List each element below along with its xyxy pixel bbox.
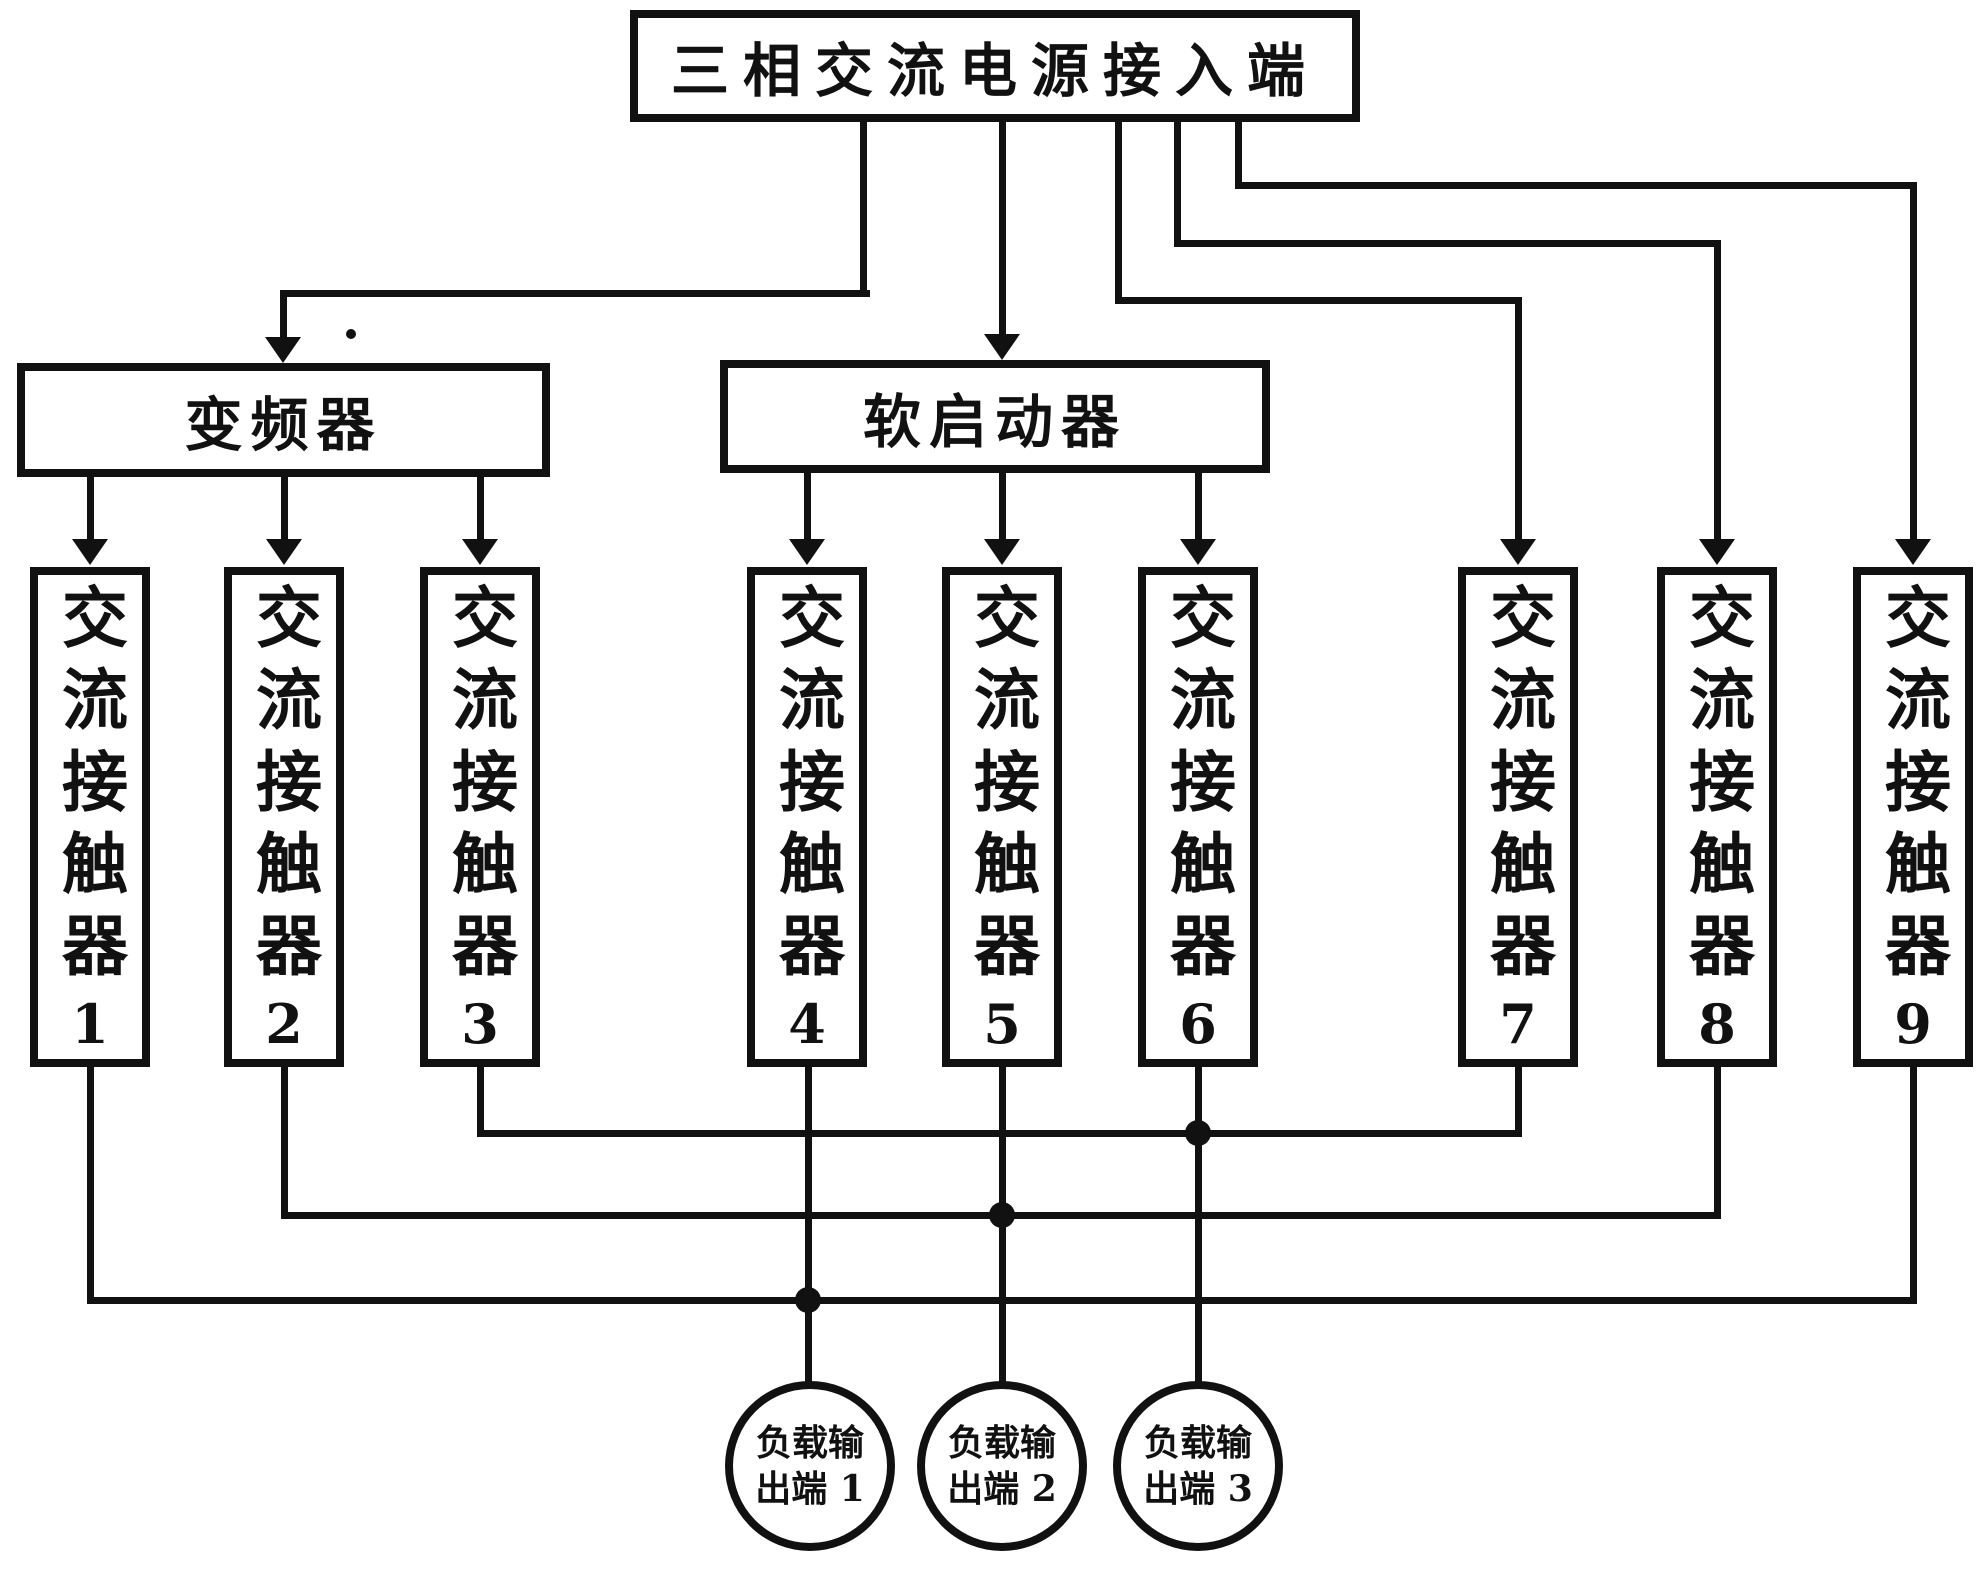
contactor-1-label: 交流接触器 (51, 583, 129, 993)
contactor-9-number: 9 (1894, 992, 1932, 1056)
arrowhead-into-contactor6 (1180, 539, 1216, 565)
wire-contactor5-to-load2 (999, 1067, 1006, 1385)
wire-source-to-contactor8-drop (1174, 122, 1181, 247)
wire-source-to-softstarter-shaft (999, 122, 1006, 334)
wire-contactor3-down (477, 1067, 484, 1137)
arrowhead-into-contactor2 (266, 539, 302, 565)
contactor-8-number: 8 (1698, 992, 1736, 1056)
wire-contactor1-down (87, 1067, 94, 1304)
wire-source-to-contactor7-shaft (1515, 297, 1522, 539)
frequency-converter-label: 变频器 (184, 391, 383, 459)
wire-source-to-vfd-run (280, 290, 870, 297)
contactor-5-label: 交流接触器 (963, 583, 1041, 993)
arrowhead-into-softstarter (984, 334, 1020, 360)
wire-source-to-contactor8-shaft (1714, 240, 1721, 539)
load-output-1-line1: 负载输 (755, 1422, 864, 1464)
wire-softstarter-to-contactor6 (1195, 473, 1202, 539)
contactor-6-number: 6 (1179, 992, 1217, 1056)
wire-source-to-contactor9-run (1235, 182, 1917, 189)
wire-vfd-to-contactor2 (281, 477, 288, 539)
contactor-box-4: 交流接触器 4 (747, 567, 867, 1067)
wire-contactor9-down (1910, 1067, 1917, 1304)
arrowhead-into-contactor3 (462, 539, 498, 565)
contactor-box-8: 交流接触器 8 (1657, 567, 1777, 1067)
contactor-box-9: 交流接触器 9 (1853, 567, 1973, 1067)
contactor-5-number: 5 (983, 992, 1021, 1056)
wire-contactor4-to-load1 (805, 1067, 812, 1385)
load-output-circle-1: 负载输 出端 1 (725, 1381, 895, 1551)
contactor-6-label: 交流接触器 (1159, 583, 1237, 993)
three-phase-ac-source-box: 三相交流电源接入端 (630, 10, 1360, 122)
load-output-3-line1: 负载输 (1143, 1422, 1252, 1464)
arrowhead-into-contactor9 (1895, 539, 1931, 565)
contactor-2-number: 2 (265, 992, 303, 1056)
wire-source-to-vfd-shaft (280, 290, 287, 342)
arrowhead-into-contactor4 (789, 539, 825, 565)
wire-source-to-contactor8-run (1174, 240, 1721, 247)
contactor-9-label: 交流接触器 (1874, 583, 1952, 993)
contactor-1-number: 1 (71, 992, 109, 1056)
contactor-3-number: 3 (461, 992, 499, 1056)
wire-contactor2-down (281, 1067, 288, 1219)
contactor-4-label: 交流接触器 (768, 583, 846, 993)
arrowhead-into-contactor7 (1500, 539, 1536, 565)
contactor-box-5: 交流接触器 5 (942, 567, 1062, 1067)
contactor-7-label: 交流接触器 (1479, 583, 1557, 993)
contactor-3-label: 交流接触器 (441, 583, 519, 993)
scan-speck (346, 329, 356, 339)
wire-source-to-contactor7-run (1115, 297, 1522, 304)
contactor-8-label: 交流接触器 (1678, 583, 1756, 993)
wire-vfd-to-contactor3 (477, 477, 484, 539)
wire-vfd-to-contactor1 (87, 477, 94, 539)
frequency-converter-box: 变频器 (17, 363, 550, 477)
arrowhead-into-contactor5 (984, 539, 1020, 565)
load-output-1-line2: 出端 1 (755, 1468, 865, 1510)
arrowhead-into-contactor1 (72, 539, 108, 565)
wire-contactor8-down (1714, 1067, 1721, 1219)
soft-starter-label: 软启动器 (862, 387, 1127, 456)
three-phase-ac-source-label: 三相交流电源接入端 (670, 37, 1319, 105)
load-output-3-line2: 出端 3 (1143, 1468, 1253, 1510)
bus-line-1-4-9 (87, 1297, 1917, 1304)
wire-contactor7-down (1515, 1067, 1522, 1137)
contactor-box-3: 交流接触器 3 (420, 567, 540, 1067)
contactor-box-7: 交流接触器 7 (1458, 567, 1578, 1067)
load-output-2-line2: 出端 2 (947, 1468, 1057, 1510)
wire-contactor6-to-load3 (1195, 1067, 1202, 1385)
contactor-box-2: 交流接触器 2 (224, 567, 344, 1067)
contactor-7-number: 7 (1499, 992, 1537, 1056)
contactor-box-6: 交流接触器 6 (1138, 567, 1258, 1067)
contactor-4-number: 4 (788, 992, 826, 1056)
load-output-circle-3: 负载输 出端 3 (1113, 1381, 1283, 1551)
wire-softstarter-to-contactor4 (804, 473, 811, 539)
wire-source-to-contactor7-drop (1115, 122, 1122, 304)
wire-source-to-contactor9-shaft (1910, 182, 1917, 539)
contactor-box-1: 交流接触器 1 (30, 567, 150, 1067)
arrowhead-into-contactor8 (1699, 539, 1735, 565)
arrowhead-into-vfd (265, 337, 301, 363)
soft-starter-box: 软启动器 (720, 360, 1270, 473)
wire-softstarter-to-contactor5 (999, 473, 1006, 539)
wire-source-to-contactor9-drop (1235, 122, 1242, 189)
load-output-2-line1: 负载输 (947, 1422, 1056, 1464)
contactor-2-label: 交流接触器 (245, 583, 323, 993)
wire-source-to-vfd-drop (860, 122, 867, 297)
load-output-circle-2: 负载输 出端 2 (917, 1381, 1087, 1551)
